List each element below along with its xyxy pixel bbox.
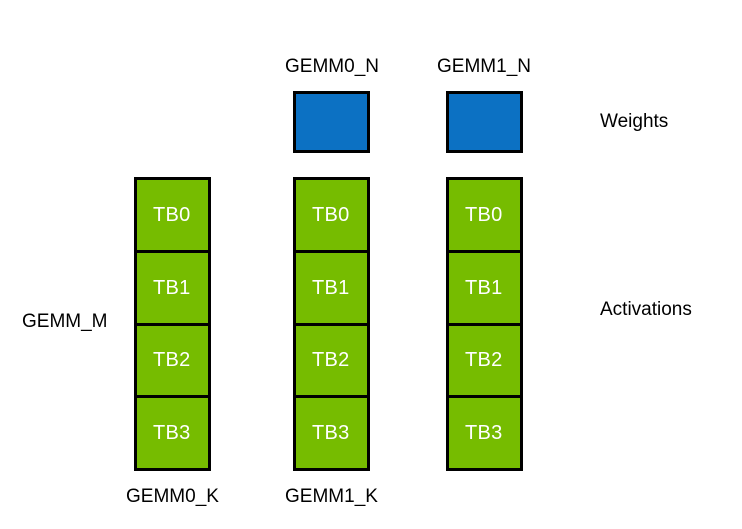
activation-cell-label: TB0 <box>312 203 350 226</box>
activation-cell: TB2 <box>293 322 370 396</box>
activation-cell-label: TB0 <box>153 203 191 226</box>
activation-cell-label: TB2 <box>465 349 503 372</box>
weight-block-gemm0 <box>293 91 370 153</box>
activation-cell-label: TB2 <box>153 349 191 372</box>
gemm0-k-label: GEMM0_K <box>126 486 219 507</box>
activation-cell-label: TB3 <box>153 422 191 445</box>
activation-cell-label: TB3 <box>465 422 503 445</box>
gemm1-k-label: GEMM1_K <box>285 486 378 507</box>
activation-cell: TB1 <box>293 249 370 323</box>
activation-cell-label: TB0 <box>465 203 503 226</box>
activations-row-label: Activations <box>600 299 692 320</box>
gemm-m-label: GEMM_M <box>22 311 108 332</box>
activation-cell-label: TB1 <box>153 276 191 299</box>
activation-cell: TB3 <box>446 395 523 471</box>
activation-cell-label: TB2 <box>312 349 350 372</box>
activation-cell: TB2 <box>134 322 211 396</box>
activation-column-1: TB0 TB1 TB2 TB3 <box>293 177 370 471</box>
activation-cell: TB1 <box>446 249 523 323</box>
gemm1-n-label-line1: GEMM1_N <box>437 56 531 77</box>
activation-cell: TB1 <box>134 249 211 323</box>
activation-cell: TB2 <box>446 322 523 396</box>
activation-cell: TB0 <box>293 177 370 250</box>
activation-column-2: TB0 TB1 TB2 TB3 <box>446 177 523 471</box>
activation-cell: TB0 <box>446 177 523 250</box>
activation-cell: TB3 <box>134 395 211 471</box>
weight-block-gemm1 <box>446 91 523 153</box>
activation-cell-label: TB1 <box>465 276 503 299</box>
activation-cell-label: TB1 <box>312 276 350 299</box>
activation-column-0: TB0 TB1 TB2 TB3 <box>134 177 211 471</box>
activation-cell: TB3 <box>293 395 370 471</box>
gemm0-n-label-line1: GEMM0_N <box>285 56 379 77</box>
weights-row-label: Weights <box>600 111 669 132</box>
activation-cell-label: TB3 <box>312 422 350 445</box>
activation-cell: TB0 <box>134 177 211 250</box>
